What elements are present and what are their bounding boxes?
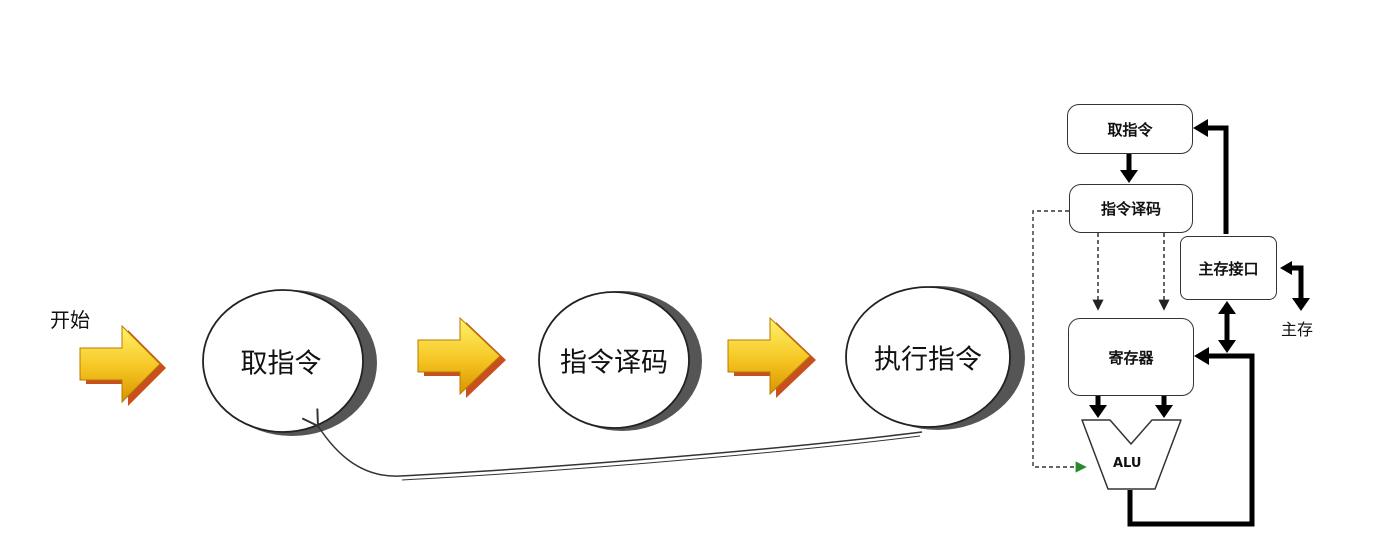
start-arrow-icon bbox=[79, 324, 166, 406]
step-label-fetch: 取指令 bbox=[240, 348, 322, 380]
cycle-node-decode bbox=[538, 291, 702, 431]
main-memory-label: 主存 bbox=[1281, 320, 1314, 339]
start-label: 开始 bbox=[50, 308, 90, 332]
registers-label: 寄存器 bbox=[1108, 348, 1154, 367]
alu-label: ALU bbox=[1113, 456, 1142, 471]
fetch-box: 取指令 bbox=[1067, 104, 1193, 154]
alu-shape bbox=[1081, 419, 1182, 490]
memory-interface-label: 主存接口 bbox=[1198, 259, 1259, 278]
decode-box: 指令译码 bbox=[1069, 184, 1193, 233]
cycle-node-execute bbox=[845, 286, 1025, 430]
arrow-right-icon bbox=[417, 316, 506, 398]
decode-box-label: 指令译码 bbox=[1100, 200, 1161, 218]
cycle-node-fetch bbox=[202, 289, 377, 436]
registers-box: 寄存器 bbox=[1068, 318, 1194, 396]
return-loop-arrow bbox=[301, 408, 923, 477]
arrow-right-icon bbox=[727, 316, 816, 398]
step-label-execute: 执行指令 bbox=[874, 344, 982, 376]
fetch-box-label: 取指令 bbox=[1107, 120, 1153, 139]
memory-interface-box: 主存接口 bbox=[1180, 236, 1277, 300]
step-label-decode: 指令译码 bbox=[560, 347, 668, 379]
